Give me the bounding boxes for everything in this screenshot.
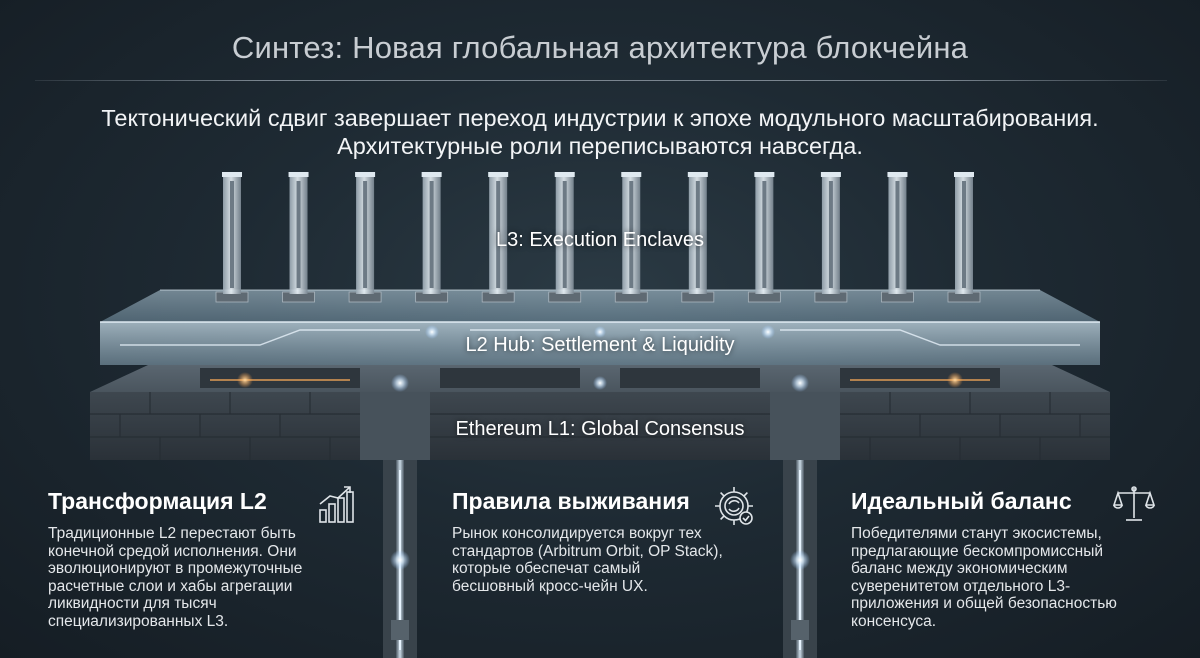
body-line: Победителями станут экосистемы, bbox=[851, 525, 1102, 542]
column-title: Идеальный баланс bbox=[851, 488, 1072, 514]
body-line: бесшовный кросс-чейн UX. bbox=[452, 577, 648, 595]
l3-pillar bbox=[881, 172, 914, 303]
body-line: расчетные слои и хабы агрегации bbox=[48, 577, 293, 595]
l1-label: Ethereum L1: Global Consensus bbox=[455, 418, 745, 440]
l3-label: L3: Execution Enclaves bbox=[496, 229, 704, 251]
l1-slab bbox=[90, 365, 1110, 460]
subtitle-line-1: Тектонический сдвиг завершает переход ин… bbox=[101, 105, 1099, 131]
column-l2-transformation: Трансформация L2 Традиционные L2 переста… bbox=[48, 488, 378, 631]
body-line: стандартов (Arbitrum Orbit, OP Stack), bbox=[452, 542, 723, 560]
body-line: ликвидности для тысяч bbox=[48, 595, 217, 613]
body-line: конечной средой исполнения. Они bbox=[48, 542, 297, 560]
l3-pillar bbox=[548, 172, 582, 303]
subtitle: Тектонический сдвиг завершает переход ин… bbox=[0, 104, 1200, 160]
l3-pillars bbox=[215, 172, 981, 303]
l3-pillar bbox=[947, 172, 981, 303]
l3-pillar bbox=[415, 172, 449, 303]
l1-shafts bbox=[360, 392, 840, 658]
body-line: Традиционные L2 перестают быть bbox=[48, 525, 296, 542]
body-line: баланс между экономическим bbox=[851, 560, 1068, 578]
l3-pillar bbox=[614, 172, 648, 303]
body-line: эволюционируют в промежуточные bbox=[48, 560, 303, 578]
column-survival-rules: Правила выживания Рынок консолидируется … bbox=[452, 488, 782, 595]
l3-pillar bbox=[282, 172, 315, 303]
column-title: Правила выживания bbox=[452, 488, 690, 514]
column-ideal-balance: Идеальный баланс Победителями станут эко… bbox=[851, 488, 1181, 631]
growth-chart-icon bbox=[319, 486, 354, 523]
balance-scale-icon bbox=[1113, 486, 1155, 521]
l3-pillar bbox=[215, 172, 249, 303]
body-line: предлагающие бескомпромиссный bbox=[851, 542, 1104, 560]
l3-pillar bbox=[481, 172, 515, 303]
l2-label: L2 Hub: Settlement & Liquidity bbox=[465, 334, 735, 356]
body-line: которые обеспечат самый bbox=[452, 560, 641, 578]
body-line: суверенитетом отдельного L3- bbox=[851, 577, 1071, 595]
title-divider bbox=[35, 80, 1167, 81]
body-line: специализированных L3. bbox=[48, 612, 229, 630]
column-body: Победителями станут экосистемы, предлага… bbox=[851, 525, 1181, 631]
subtitle-line-2: Архитектурные роли переписываются навсег… bbox=[337, 133, 863, 159]
body-line: приложения и общей безопасностью bbox=[851, 595, 1117, 613]
column-body: Традиционные L2 перестают быть конечной … bbox=[48, 525, 378, 631]
column-title: Трансформация L2 bbox=[48, 488, 267, 514]
l3-pillar bbox=[747, 172, 781, 303]
body-line: консенсуса. bbox=[851, 612, 937, 630]
column-body: Рынок консолидируется вокруг тех стандар… bbox=[452, 525, 782, 595]
gear-cycle-icon bbox=[715, 487, 753, 525]
l3-pillar bbox=[681, 172, 715, 303]
page-title: Синтез: Новая глобальная архитектура бло… bbox=[231, 30, 969, 65]
body-line: Рынок консолидируется вокруг тех bbox=[452, 525, 702, 542]
l3-pillar bbox=[814, 172, 848, 303]
l3-pillar bbox=[348, 172, 382, 303]
